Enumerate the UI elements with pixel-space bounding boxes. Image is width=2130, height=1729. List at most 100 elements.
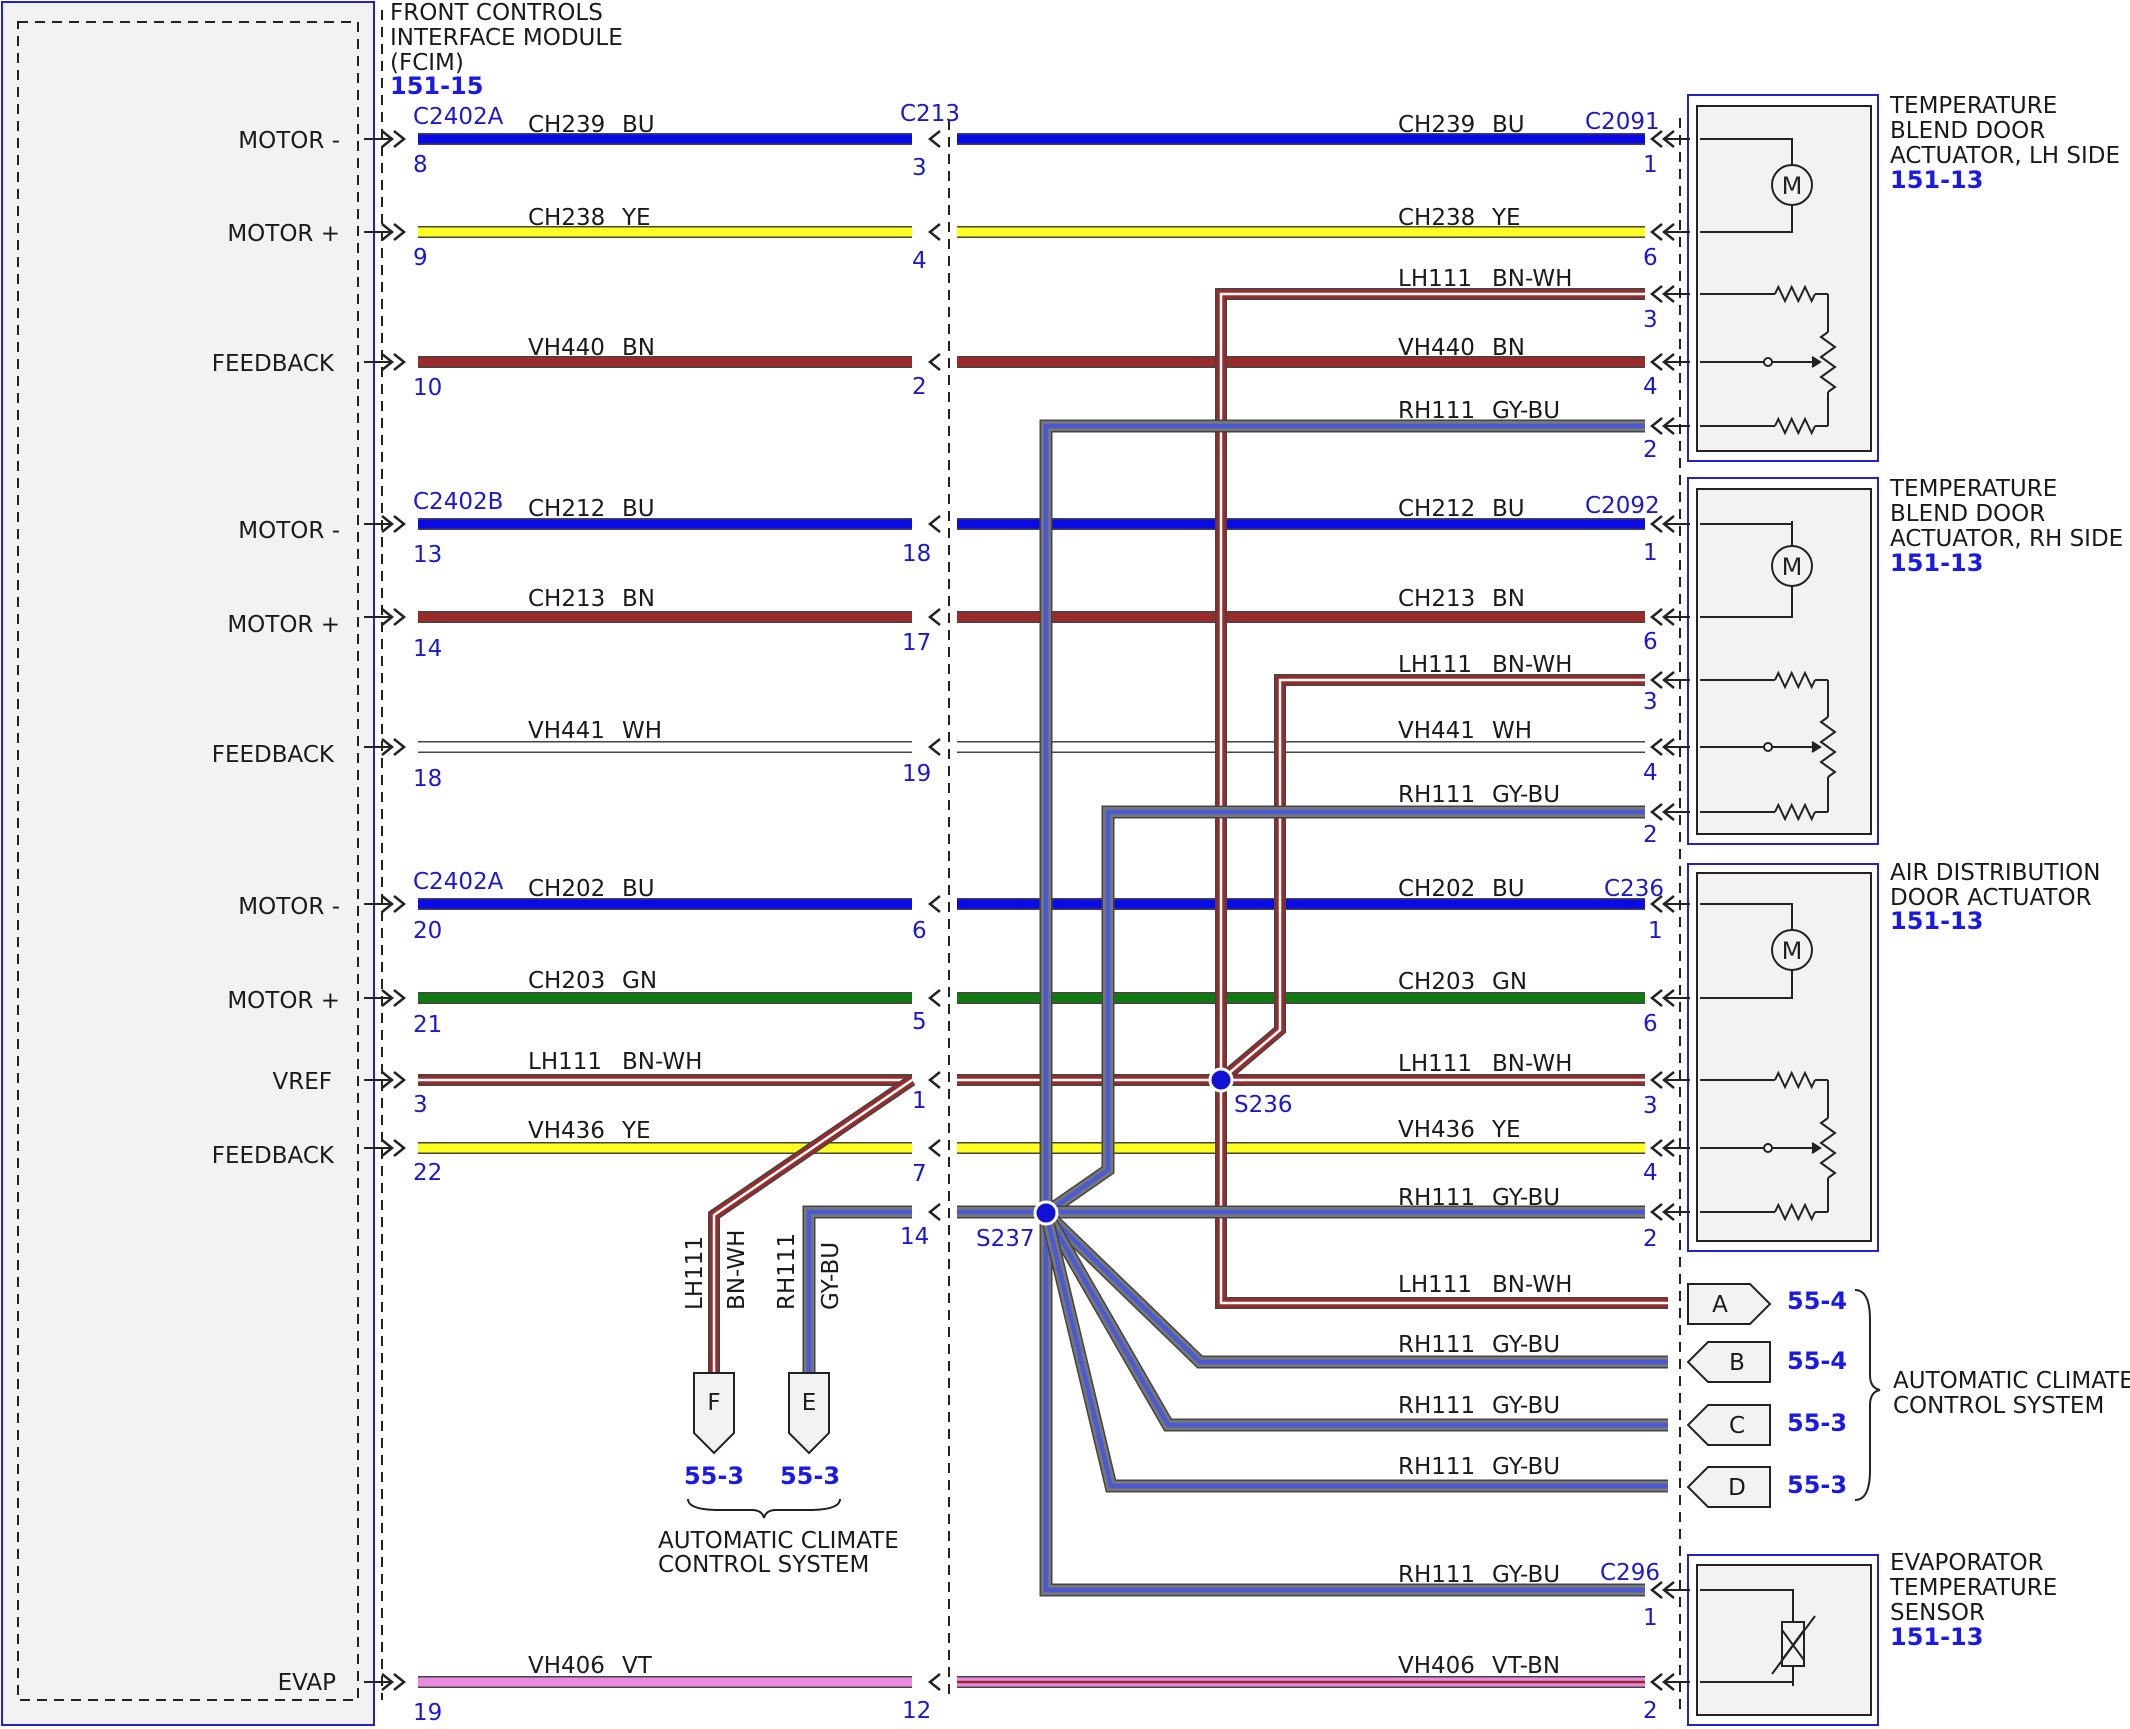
fcim-connector-name: C2402B — [413, 489, 503, 515]
wire-circuit: LH111 — [682, 1236, 708, 1310]
wire-color-code: GN — [622, 968, 657, 994]
wire-rh111-c-gray — [1041, 1210, 1668, 1430]
tag-a[interactable]: A — [1687, 1283, 1772, 1325]
wire-circuit: VH440 — [1398, 335, 1475, 361]
component-name-line: SENSOR — [1890, 1600, 1985, 1626]
component-pin: 1 — [1643, 152, 1658, 178]
component-connector-name: C296 — [1600, 1560, 1660, 1586]
component-pin: 4 — [1643, 760, 1658, 786]
left-wire-labels: CH239 BU CH238 YE VH440 BN CH212 BU CH21… — [528, 112, 702, 1679]
component-name-line: BLEND DOOR — [1890, 118, 2045, 144]
component-pin: 1 — [1648, 918, 1663, 944]
wire-color-code: WH — [622, 718, 662, 744]
c213-pin: 17 — [902, 630, 931, 656]
wire-circuit: RH111 — [1398, 782, 1475, 808]
wire-color-code: BN — [1492, 335, 1525, 361]
wire-color-code: GY-BU — [1492, 1454, 1560, 1480]
wire-color-code: GY-BU — [1492, 1562, 1560, 1588]
resistor-icon — [1774, 802, 1816, 822]
wire-circuit: CH212 — [1398, 496, 1475, 522]
fcim-connector-name: C2402A — [413, 104, 504, 130]
fcim-title-line-3: (FCIM) — [390, 50, 464, 76]
arrow-left-icon — [1649, 515, 1663, 533]
arrow-right-icon — [381, 223, 395, 241]
wire-circuit: RH111 — [1398, 1185, 1475, 1211]
component-name-line: ACTUATOR, RH SIDE — [1890, 526, 2123, 552]
tag-ref[interactable]: 55-3 — [1787, 1409, 1847, 1437]
actuator-internals — [1700, 138, 1837, 1686]
component-ref[interactable]: 151-13 — [1890, 907, 1983, 935]
wire-rh111-b — [1044, 1211, 1668, 1365]
wire-circuit: VH436 — [528, 1118, 605, 1144]
potentiometer-icon — [1819, 331, 1837, 393]
arrow-right-icon — [381, 1673, 395, 1691]
motor-symbol-letter: M — [1782, 937, 1803, 965]
wire-circuit: CH212 — [528, 496, 605, 522]
wire-color-code: BU — [1492, 876, 1525, 902]
arrow-right-icon — [393, 1071, 407, 1089]
wire-circuit: RH111 — [1398, 398, 1475, 424]
arrow-left-icon — [927, 130, 941, 148]
component-pin: 2 — [1643, 437, 1658, 463]
wire-circuit: CH239 — [1398, 112, 1475, 138]
tag-e[interactable]: E — [788, 1372, 830, 1455]
wire-color-code: WH — [1492, 718, 1532, 744]
fcim-pin-number: 9 — [413, 245, 428, 271]
wire-color-code: YE — [1491, 1117, 1521, 1143]
fcim-ref[interactable]: 151-15 — [390, 72, 483, 100]
resistor-icon — [1774, 1202, 1816, 1222]
arrow-right-icon — [381, 738, 395, 756]
tag-f[interactable]: F — [693, 1372, 735, 1455]
wire-rh111-down — [806, 1209, 912, 1375]
wire-circuit: VH406 — [1398, 1653, 1475, 1679]
inline-connector-c213: C213 3 4 2 18 17 19 6 5 1 7 14 12 — [900, 101, 960, 1724]
wire-color-code: VT — [622, 1653, 653, 1679]
component-pin: 1 — [1643, 540, 1658, 566]
wire-circuit: RH111 — [1398, 1454, 1475, 1480]
tag-b[interactable]: B — [1686, 1341, 1771, 1383]
terminal-icon — [1763, 357, 1773, 367]
tag-ref[interactable]: 55-4 — [1787, 1347, 1847, 1375]
pin-label-motor-plus-3: MOTOR + — [227, 988, 340, 1014]
tag-ref[interactable]: 55-3 — [1787, 1471, 1847, 1499]
wire-rh111-b-gray — [1042, 1209, 1668, 1367]
component-ref[interactable]: 151-13 — [1890, 549, 1983, 577]
arrow-left-icon — [1649, 608, 1663, 626]
pin-label-motor-minus-3: MOTOR - — [238, 894, 340, 920]
c213-pin: 2 — [912, 374, 927, 400]
pin-label-motor-minus-2: MOTOR - — [238, 518, 340, 544]
resistor-icon — [1774, 670, 1816, 690]
pin-label-evap: EVAP — [278, 1670, 337, 1696]
sensor-leads — [1700, 1589, 1794, 1686]
component-temp-blend-rh: M TEMPERATURE BLEND DOOR ACTUATOR, RH SI… — [1585, 476, 2123, 845]
wire-circuit: CH238 — [1398, 205, 1475, 231]
motor-symbol-letter: M — [1782, 172, 1803, 200]
component-name-line: ACTUATOR, LH SIDE — [1890, 143, 2120, 169]
tag-ref[interactable]: 55-3 — [684, 1462, 744, 1490]
wire-color-code: BU — [622, 496, 655, 522]
tag-ref[interactable]: 55-4 — [1787, 1287, 1847, 1315]
arrow-left-icon — [1649, 1203, 1663, 1221]
arrow-left-icon — [927, 515, 941, 533]
wire-lead — [1700, 903, 1793, 905]
arrow-right-icon — [381, 515, 395, 533]
tag-c[interactable]: C — [1686, 1404, 1771, 1446]
fcim-pin-number: 13 — [413, 542, 442, 568]
arrow-layer — [364, 130, 1690, 1691]
component-ref[interactable]: 151-13 — [1890, 166, 1983, 194]
potentiometer-icon — [1819, 716, 1837, 778]
wire-color-code: GY-BU — [1492, 1185, 1560, 1211]
arrow-left-icon — [927, 608, 941, 626]
component-ref[interactable]: 151-13 — [1890, 1623, 1983, 1651]
system-label-line: CONTROL SYSTEM — [658, 1552, 869, 1578]
wiper-arrow-icon — [1811, 356, 1822, 368]
tag-letter: B — [1729, 1350, 1745, 1376]
arrow-left-icon — [927, 1673, 941, 1691]
component-pin: 6 — [1643, 629, 1658, 655]
c213-pin: 6 — [912, 918, 927, 944]
wire-circuit: RH111 — [1398, 1332, 1475, 1358]
arrow-left-icon — [927, 989, 941, 1007]
tag-ref[interactable]: 55-3 — [780, 1462, 840, 1490]
component-name-line: DOOR ACTUATOR — [1890, 885, 2092, 911]
tag-d[interactable]: D — [1686, 1466, 1771, 1508]
